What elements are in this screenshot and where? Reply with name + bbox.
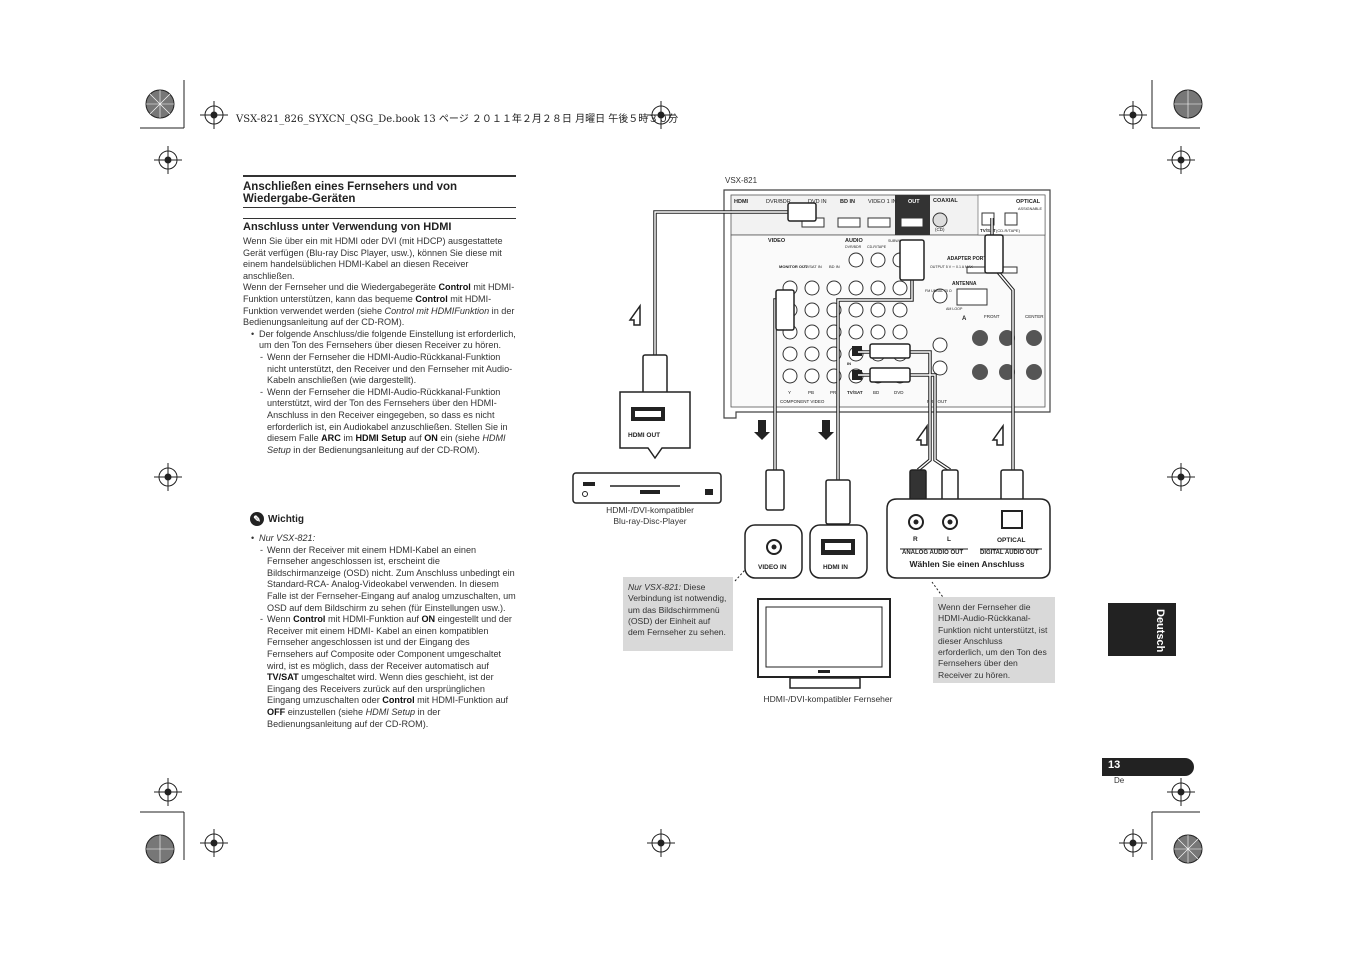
list-item: Wenn der Fernseher die HDMI-Audio-Rückka… [260, 387, 516, 457]
analog-audio-out-label: ANALOG AUDIO OUT [902, 550, 963, 556]
model-label: VSX-821 [725, 176, 758, 185]
body-text: Wenn Sie über ein mit HDMI oder DVI (mit… [243, 236, 516, 456]
subsection-title: Anschluss unter Verwendung von HDMI [243, 221, 452, 233]
panel-assignable-label: ASSIGNABLE [1018, 207, 1043, 211]
panel-video1-label: VIDEO 1 IN [868, 199, 897, 205]
receiver-rear-panel [723, 189, 1051, 419]
panel-front-label: FRONT [984, 314, 1000, 319]
r-label: R [913, 536, 918, 543]
panel-component-label: COMPONENT VIDEO [780, 399, 825, 404]
language-tab-label: Deutsch [1154, 609, 1166, 653]
section-rule-top [243, 175, 516, 177]
panel-dvdin-label: DVD IN [808, 199, 827, 205]
section-title: Anschließen eines Fernsehers und von Wie… [243, 181, 458, 205]
tv-caption: HDMI-/DVI-kompatibler Fernseher [764, 694, 893, 704]
panel-dvrbdr2-label: DVR/BDR [845, 245, 862, 249]
panel-tvsat-label: TV/SAT [980, 228, 996, 233]
optical-label: OPTICAL [997, 537, 1026, 544]
panel-a-label: A [962, 316, 967, 322]
note-left: Nur VSX-821: Diese Verbindung ist notwen… [623, 577, 733, 651]
panel-dvd-label: DVD [894, 390, 904, 395]
panel-bdin-label: BD IN [840, 199, 855, 205]
panel-tvsatin-label: TV/SAT IN [803, 264, 822, 269]
choose-connection-label: Wählen Sie einen Anschluss [910, 559, 1025, 569]
panel-monitorout-label: MONITOR OUT [779, 264, 808, 269]
book-file-header: VSX-821_826_SYXCN_QSG_De.book 13 ページ ２０１… [236, 114, 679, 125]
panel-optical-label: OPTICAL [1016, 199, 1041, 205]
panel-antenna-label: ANTENNA [952, 281, 977, 287]
panel-tvsat2-label: TV/SAT [847, 390, 863, 395]
television [757, 598, 891, 689]
l-label: L [947, 536, 951, 543]
subsection-rule [243, 218, 516, 219]
digital-audio-out-label: DIGITAL AUDIO OUT [980, 550, 1039, 556]
panel-bd-label: BD [873, 390, 880, 395]
language-tab: Deutsch [1108, 603, 1176, 656]
important-text: Nur VSX-821: Wenn der Receiver mit einem… [243, 533, 516, 730]
list-item: Wenn der Fernseher die HDMI-Audio-Rückka… [260, 352, 516, 387]
panel-center-label: CENTER [1025, 314, 1044, 319]
paragraph-1: Wenn Sie über ein mit HDMI oder DVI (mit… [243, 236, 503, 281]
panel-cdrtape-label: CD-R/TAPE [867, 245, 887, 249]
important-heading: ✎ Wichtig [250, 512, 304, 526]
hdmi-out-label: HDMI OUT [628, 432, 660, 439]
panel-video-label: VIDEO [768, 238, 786, 244]
panel-pb-label: PB [808, 390, 814, 395]
important-icon: ✎ [250, 512, 264, 526]
paragraph-2: Wenn der Fernseher und die Wiedergabeger… [243, 282, 515, 328]
panel-y-label: Y [788, 390, 791, 395]
list-item: Wenn Control mit HDMI-Funktion auf ON ei… [260, 614, 516, 730]
panel-audio-label: AUDIO [845, 238, 863, 244]
list-item: Wenn der Receiver mit einem HDMI-Kabel a… [260, 545, 516, 615]
panel-in-label: IN [847, 361, 851, 366]
list-item: Der folgende Anschluss/die folgende Eins… [251, 329, 516, 457]
panel-bdin2-label: BD IN [829, 264, 840, 269]
panel-adapter-label: ADAPTER PORT [947, 256, 986, 262]
panel-out-label: OUT [908, 199, 920, 205]
panel-amloop-label: AM LOOP [946, 307, 963, 311]
panel-cd-label: (CD) [935, 227, 945, 232]
panel-dvrbdr-label: DVR/BDR [766, 199, 791, 205]
panel-cdr-label: (CD-R/TAPE) [996, 228, 1021, 233]
panel-output-label: OUTPUT 5 V ⎓ 0.1 A MAX [930, 265, 973, 269]
video-in-label: VIDEO IN [758, 564, 787, 571]
page-number: 13 [1108, 759, 1121, 771]
page-number-box [1102, 758, 1194, 776]
section-rule-bottom [243, 207, 516, 208]
bluray-player [572, 472, 722, 504]
bd-hdmi-out-callout [619, 391, 691, 460]
panel-hdmi-label: HDMI [734, 199, 749, 205]
important-label: Wichtig [268, 513, 305, 525]
panel-coaxial-label: COAXIAL [933, 198, 958, 204]
bd-caption-1: HDMI-/DVI-kompatibler [606, 505, 694, 515]
panel-fm-label: FM UNBAL 75 Ω [925, 289, 952, 293]
panel-preout-label: PRE OUT [927, 399, 947, 404]
list-item: Nur VSX-821: Wenn der Receiver mit einem… [251, 533, 516, 730]
page-language: De [1114, 776, 1125, 785]
note-right: Wenn der Fernseher die HDMI-Audio-Rückka… [933, 597, 1055, 683]
bd-caption-2: Blu-ray-Disc-Player [613, 516, 686, 526]
panel-pr-label: PR [830, 390, 837, 395]
hdmi-in-label: HDMI IN [823, 564, 848, 571]
arrow-icons [628, 303, 1004, 446]
